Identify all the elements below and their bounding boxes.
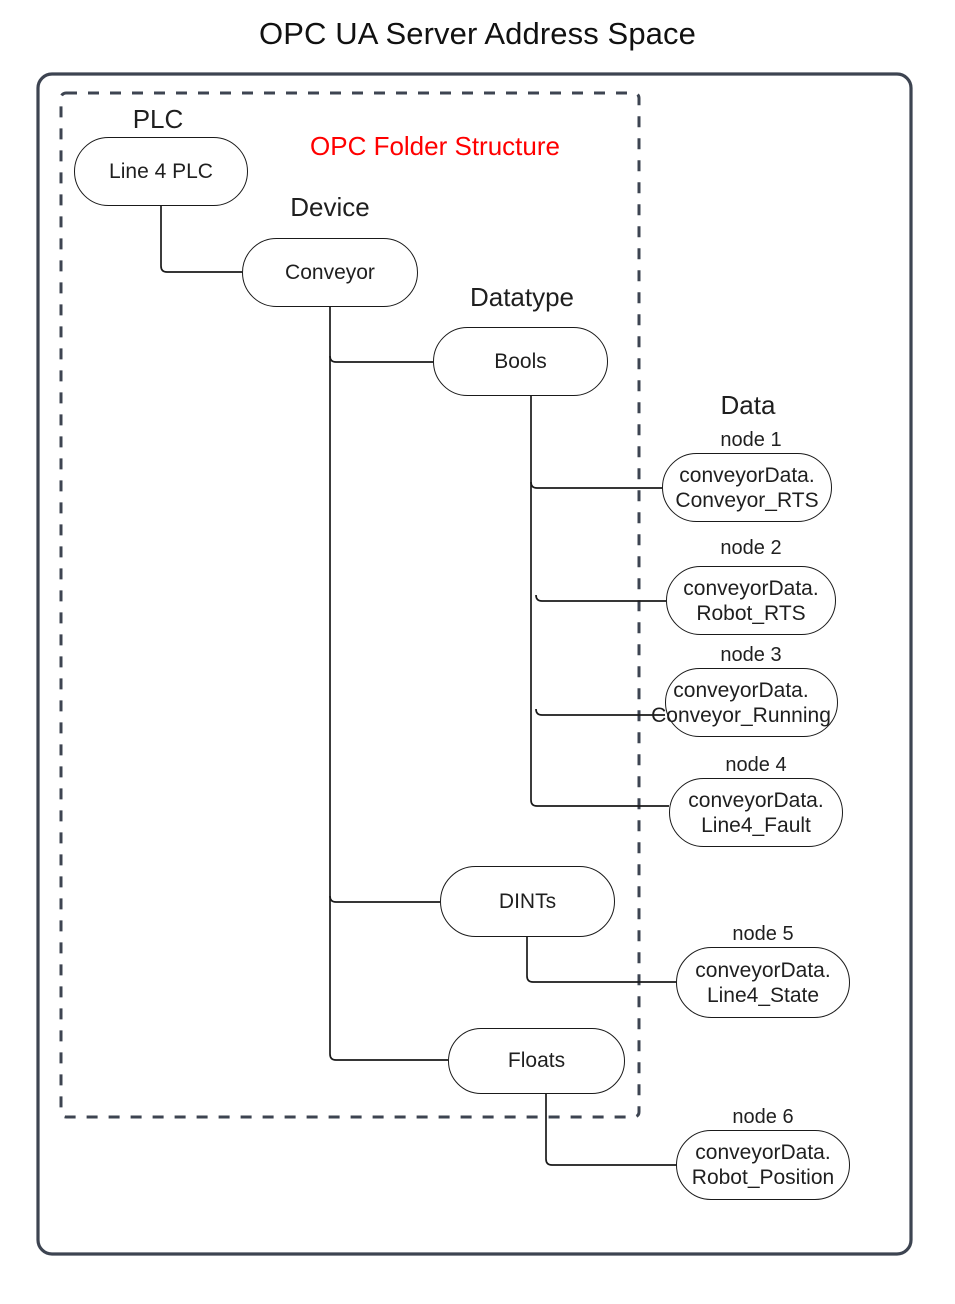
data-node-6-text: conveyorData. Robot_Position <box>692 1140 834 1190</box>
edge-plc-to-conveyor <box>160 205 242 273</box>
data-node-5-line2: Line4_State <box>706 983 820 1007</box>
edge-conveyor-to-dints <box>329 895 440 903</box>
folder-node-bools-label: Bools <box>494 349 547 373</box>
data-node-4-text: conveyorData. Line4_Fault <box>688 788 823 838</box>
edge-bools-to-node1 <box>530 481 662 489</box>
node-caption-3: node 3 <box>720 644 782 666</box>
opc-folder-structure-label: OPC Folder Structure <box>310 131 560 161</box>
data-node-4-line1: conveyorData. <box>688 788 824 812</box>
data-node-6-line1: conveyorData. <box>695 1141 831 1164</box>
data-node-5-text: conveyorData. Line4_State <box>695 958 830 1008</box>
data-node-6[interactable]: conveyorData. Robot_Position <box>676 1130 850 1200</box>
data-node-4-line2: Line4_Fault <box>701 813 811 837</box>
data-node-1-text: conveyorData. Conveyor_RTS <box>675 463 818 513</box>
edge-floats-to-node6 <box>545 1094 676 1166</box>
group-label-data: Data <box>720 390 776 420</box>
folder-node-floats-label: Floats <box>507 1049 566 1072</box>
folder-node-floats[interactable]: Floats <box>448 1028 625 1094</box>
group-label-datatype: Datatype <box>469 282 575 312</box>
data-node-2-line2: Robot_RTS <box>696 601 806 625</box>
data-node-4[interactable]: conveyorData. Line4_Fault <box>669 778 843 847</box>
data-node-1-line1: conveyorData. <box>679 463 815 487</box>
data-node-3-text: conveyorData. Conveyor_Running <box>645 678 837 728</box>
folder-node-dints-label: DINTs <box>498 889 557 913</box>
folder-node-line4-plc-label: Line 4 PLC <box>109 159 213 183</box>
edge-bools-trunk <box>530 396 669 807</box>
data-node-3[interactable]: conveyorData. Conveyor_Running <box>651 668 838 737</box>
node-caption-4: node 4 <box>725 754 787 776</box>
group-label-device: Device <box>290 192 370 222</box>
folder-node-dints[interactable]: DINTs <box>440 866 615 937</box>
folder-node-conveyor[interactable]: Conveyor <box>242 238 418 307</box>
edge-conveyor-to-bools <box>329 355 433 363</box>
data-node-2-text: conveyorData. Robot_RTS <box>683 576 818 626</box>
node-caption-2: node 2 <box>720 537 782 559</box>
page-title: OPC UA Server Address Space <box>259 16 696 51</box>
data-node-5-line1: conveyorData. <box>695 958 831 982</box>
node-caption-1: node 1 <box>720 429 782 451</box>
data-node-3-line1: conveyorData. <box>673 678 809 702</box>
folder-node-line4-plc[interactable]: Line 4 PLC <box>74 137 248 206</box>
node-caption-5: node 5 <box>732 923 794 945</box>
edge-conveyor-trunk <box>329 307 448 1061</box>
data-node-1-line2: Conveyor_RTS <box>675 488 819 512</box>
data-node-5[interactable]: conveyorData. Line4_State <box>676 947 850 1018</box>
data-node-3-line2: Conveyor_Running <box>651 703 831 727</box>
data-node-2-line1: conveyorData. <box>683 576 819 600</box>
data-node-2[interactable]: conveyorData. Robot_RTS <box>666 566 836 635</box>
folder-node-conveyor-label: Conveyor <box>285 260 375 284</box>
edge-bools-to-node2 <box>535 594 666 602</box>
data-node-6-line2: Robot_Position <box>691 1166 835 1189</box>
edge-dints-to-node5 <box>526 937 676 983</box>
group-label-plc: PLC <box>132 104 184 134</box>
node-caption-6: node 6 <box>732 1106 794 1128</box>
folder-node-bools[interactable]: Bools <box>433 327 608 396</box>
data-node-1[interactable]: conveyorData. Conveyor_RTS <box>662 453 832 522</box>
